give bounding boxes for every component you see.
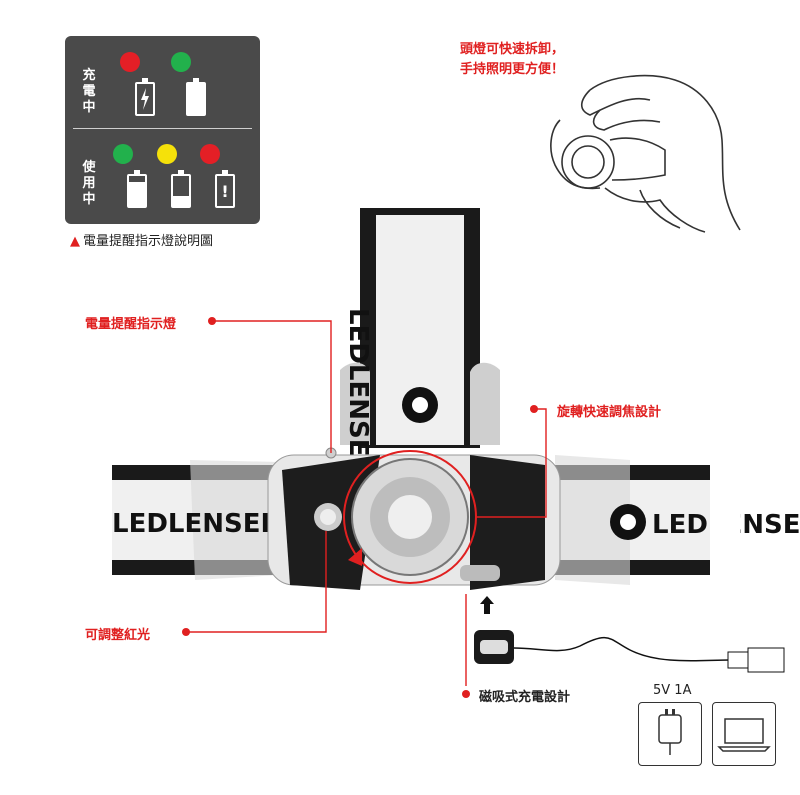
charging-label: 充 電 中 (82, 68, 96, 115)
charger-spec-label: 5V 1A (653, 683, 692, 698)
up-arrow-icon (480, 596, 494, 614)
focus-callout-label: 旋轉快速調焦設計 (557, 405, 662, 420)
red-led-indicator (120, 52, 140, 72)
hand-holding-lamp-sketch (550, 74, 741, 233)
medium-battery-icon (171, 170, 191, 208)
laptop-icon (712, 702, 776, 766)
green-led-indicator (171, 52, 191, 72)
yellow-led-indicator (157, 144, 177, 164)
magnetic-callout-dot (462, 690, 470, 698)
charging-battery-icon (135, 78, 155, 116)
indicator-callout-label: 電量提醒指示燈 (85, 317, 177, 332)
headband (112, 208, 710, 585)
red-light-callout-dot (182, 628, 190, 636)
full-battery-icon (186, 78, 206, 116)
indicator-callout-dot (208, 317, 216, 325)
low-battery-warning-icon: ! (215, 170, 235, 208)
note-line-1: 頭燈可快速拆卸， (460, 42, 565, 57)
triangle-icon: ▲ (70, 234, 80, 249)
detachable-note: 頭燈可快速拆卸， 手持照明更方便！ (460, 40, 564, 80)
legend-divider (73, 128, 252, 129)
magnetic-callout-label: 磁吸式充電設計 (479, 690, 571, 705)
high-battery-icon (127, 170, 147, 208)
focus-callout-dot (530, 405, 538, 413)
red-light-callout-label: 可調整紅光 (85, 628, 151, 643)
in-use-label: 使 用 中 (82, 160, 96, 207)
legend-caption: ▲電量提醒指示燈說明圖 (70, 234, 214, 249)
ledlenser-logo-left: LEDLENSER (112, 509, 281, 539)
lamp-housing (267, 447, 561, 590)
wall-adapter-icon (638, 702, 702, 766)
note-line-2: 手持照明更方便！ (460, 62, 565, 77)
svg-text:LEDLENSER: LEDLENSER (343, 308, 373, 477)
ledlenser-logo-vertical: LEDLENSER (343, 308, 438, 477)
rotation-arrow-icon (348, 548, 362, 566)
green-led-indicator (113, 144, 133, 164)
battery-indicator-legend: 充 電 中 使 用 中 ! (65, 36, 260, 224)
red-led-indicator (200, 144, 220, 164)
